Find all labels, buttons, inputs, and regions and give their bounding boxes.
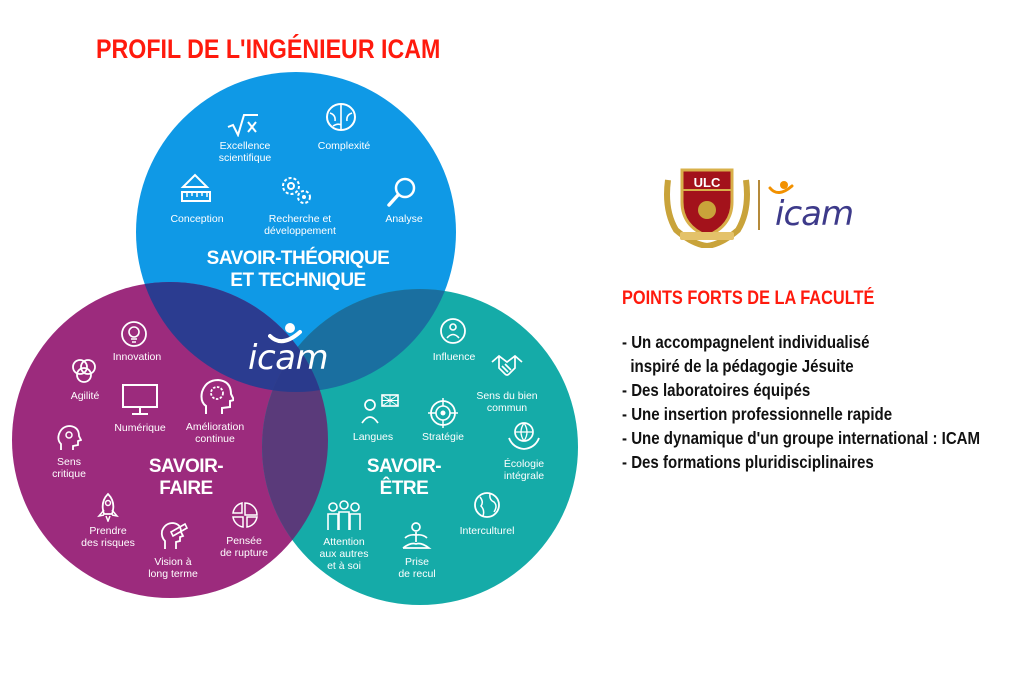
label-agilite: Agilité (70, 390, 100, 402)
title-savoir-theorique: SAVOIR-THÉORIQUE ET TECHNIQUE (206, 248, 390, 291)
people-flag-icon (360, 393, 400, 425)
label-complexite: Complexité (317, 140, 371, 152)
label-recherche: Recherche et développement (264, 213, 336, 237)
label-influence: Influence (432, 351, 476, 363)
icam-person-logo-icon (768, 181, 794, 194)
group-icon (325, 500, 363, 532)
list-item: - Une insertion professionnelle rapide (622, 404, 893, 424)
ulc-logo-text: ULC (693, 175, 721, 190)
label-strategie: Stratégie (421, 431, 465, 443)
label-numerique: Numérique (114, 422, 166, 434)
center-icam-logo: icam (248, 338, 329, 378)
label-prise-recul: Prise de recul (398, 556, 436, 580)
label-pensee-rupture: Pensée de rupture (220, 535, 268, 559)
target-icon (428, 398, 458, 428)
label-excellence: Excellence scientifique (218, 140, 272, 164)
list-item: - Un accompagnelent individualisé (622, 332, 870, 352)
list-item: - Une dynamique d'un groupe internationa… (622, 428, 981, 448)
label-bien-commun: Sens du bien commun (476, 390, 538, 414)
list-item: - Des laboratoires équipés (622, 380, 811, 400)
list-item: - Des formations pluridisciplinaires (622, 452, 874, 472)
points-forts-list: - Un accompagnelent individualisé inspir… (622, 330, 1024, 474)
telescope-icon (159, 519, 189, 551)
globe-hands-icon (507, 420, 541, 452)
label-vision: Vision à long terme (148, 556, 198, 580)
monitor-icon (121, 383, 159, 417)
head-bulb-icon (56, 424, 82, 452)
label-prendre-risques: Prendre des risques (81, 525, 135, 549)
head-gear-icon (198, 378, 234, 418)
label-analyse: Analyse (385, 213, 423, 225)
influence-icon (439, 317, 467, 347)
icam-person-icon (268, 323, 302, 344)
ulc-shield-logo (664, 168, 750, 248)
magnifier-icon (385, 176, 419, 208)
list-item: inspiré de la pédagogie Jésuite (622, 356, 854, 376)
logo-divider (758, 180, 760, 230)
section-title-points-forts: POINTS FORTS DE LA FACULTÉ (622, 288, 875, 309)
globe-icon (472, 490, 502, 520)
label-interculturel: Interculturel (459, 525, 515, 537)
label-attention: Attention aux autres et à soi (319, 536, 369, 572)
overlap-top-right (262, 289, 456, 392)
label-amelioration: Amélioration continue (185, 421, 245, 445)
meditation-icon (399, 522, 433, 552)
label-conception: Conception (170, 213, 224, 225)
broken-circle-icon (230, 500, 260, 530)
label-ecologie: Écologie intégrale (503, 458, 545, 482)
title-savoir-faire: SAVOIR- FAIRE (148, 456, 224, 499)
label-sens-critique: Sens critique (52, 456, 86, 480)
title-savoir-etre: SAVOIR- ÊTRE (366, 456, 442, 499)
circles-icon (70, 358, 98, 384)
rocket-icon (94, 492, 122, 522)
icam-logo: icam (775, 194, 854, 234)
gears-icon (278, 174, 314, 206)
lightbulb-icon (120, 320, 148, 348)
ruler-icon (179, 173, 213, 205)
overlap-top-left (136, 282, 328, 392)
handshake-icon (490, 352, 524, 382)
label-langues: Langues (352, 431, 394, 443)
label-innovation: Innovation (112, 351, 162, 363)
brain-icon (324, 101, 358, 135)
page-title: PROFIL DE L'INGÉNIEUR ICAM (96, 34, 441, 64)
sqrt-icon (226, 113, 260, 137)
